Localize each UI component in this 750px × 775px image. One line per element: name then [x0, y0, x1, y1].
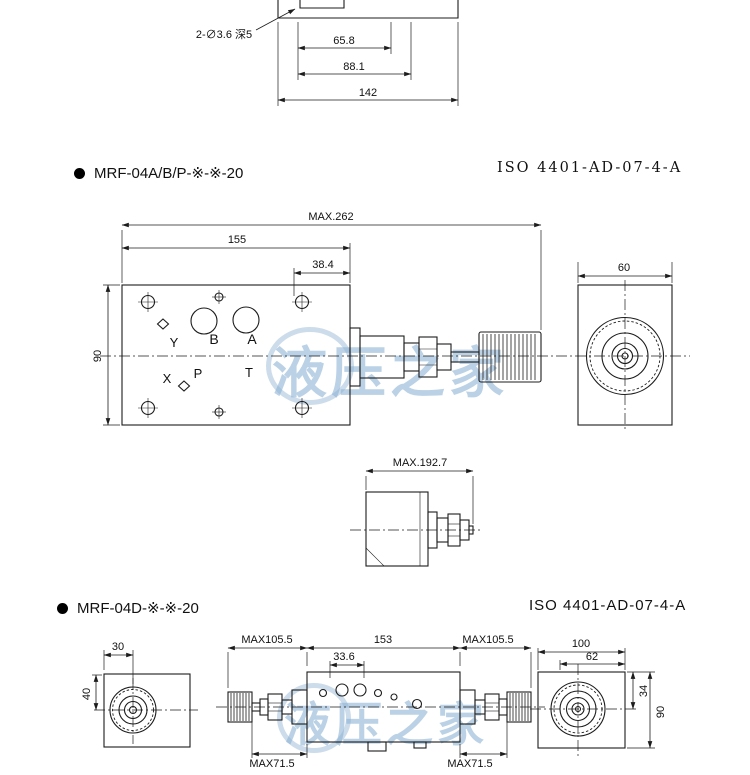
valve-body-outline	[121, 284, 351, 426]
watermark-ring-2	[277, 683, 351, 753]
dim-max-262: MAX.262	[308, 211, 353, 223]
left-end-outline	[103, 673, 191, 748]
dim-max-105-5-left: MAX105.5	[241, 634, 292, 646]
knob-face-circles	[585, 316, 665, 396]
dim-30: 30	[112, 641, 124, 653]
port-label-p: P	[194, 366, 203, 381]
dim-max-105-5-right: MAX105.5	[462, 634, 513, 646]
section-d-header: MRF-04D-※-※-20	[57, 599, 199, 617]
dim-38-4: 38.4	[312, 259, 333, 271]
section-a-iso-code: ISO 4401-AD-07-4-A	[497, 160, 683, 176]
hole-leader-line	[255, 8, 296, 31]
dim-90-end: 90	[655, 706, 667, 718]
port-label-b: B	[209, 331, 218, 347]
section-a-header: MRF-04A/B/P-※-※-20	[74, 164, 243, 182]
dim-65-8: 65.8	[333, 35, 354, 47]
adjustment-stem	[349, 327, 542, 387]
body-d-holes	[318, 683, 423, 710]
port-label-y: Y	[170, 335, 179, 350]
port-label-t: T	[245, 365, 253, 380]
section-d-middle-view: MAX105.5 153 MAX105.5 33.6	[216, 634, 545, 770]
port-label-x: X	[163, 371, 172, 386]
section-a-end-view: 60	[577, 262, 673, 432]
dim-88-1: 88.1	[343, 61, 364, 73]
port-label-a: A	[247, 331, 257, 347]
section-d-right-end-view: 100 62 34 90	[530, 638, 667, 756]
dim-155: 155	[228, 234, 246, 246]
right-end-outline	[537, 671, 626, 749]
side-body-outline	[365, 491, 429, 567]
dim-40: 40	[81, 688, 93, 700]
section-d-iso-code: ISO 4401-AD-07-4-A	[529, 597, 687, 614]
left-knob-face	[109, 686, 157, 734]
port-circle-b	[190, 307, 218, 335]
right-stem-assembly	[459, 689, 532, 725]
bullet-icon	[57, 602, 68, 614]
dim-62: 62	[586, 651, 598, 663]
dim-max-71-5-left: MAX71.5	[249, 758, 294, 770]
max-height-side-view: MAX.192.7	[350, 457, 483, 567]
section-d-title: MRF-04D-※-※-20	[77, 600, 199, 617]
watermark-ring-1	[266, 327, 354, 405]
body-d-tab-1	[367, 741, 387, 752]
right-knob-face	[550, 681, 606, 737]
dim-153: 153	[374, 634, 392, 646]
mounting-holes	[138, 290, 312, 419]
valve-bottom-step	[299, 0, 345, 9]
left-stem-assembly	[227, 689, 308, 725]
valve-bottom-outline	[277, 0, 459, 19]
top-detail-view: 2-∅3.6 深5 65.8 88.1 142	[196, 0, 459, 106]
port-diamond-x	[177, 380, 191, 392]
dim-100: 100	[572, 638, 590, 650]
section-a-title: MRF-04A/B/P-※-※-20	[94, 165, 244, 182]
dim-max-71-5-right: MAX71.5	[447, 758, 492, 770]
section-d-left-end-view: 30 40	[81, 641, 198, 748]
dim-34: 34	[638, 685, 650, 697]
dim-142: 142	[359, 87, 377, 99]
section-a-front-view: MAX.262 155 38.4 90	[92, 211, 690, 426]
adjustment-knob	[478, 331, 542, 383]
knob-knurling	[482, 334, 536, 380]
hole-callout: 2-∅3.6 深5	[196, 28, 252, 41]
bullet-icon	[74, 167, 85, 179]
dim-60: 60	[618, 262, 630, 274]
dim-max-192-7: MAX.192.7	[393, 457, 447, 469]
body-d-tab-2	[413, 741, 427, 749]
port-circle-a	[232, 306, 260, 334]
port-diamond-y	[156, 318, 170, 330]
dim-33-6: 33.6	[333, 651, 354, 663]
dim-90: 90	[92, 350, 104, 362]
